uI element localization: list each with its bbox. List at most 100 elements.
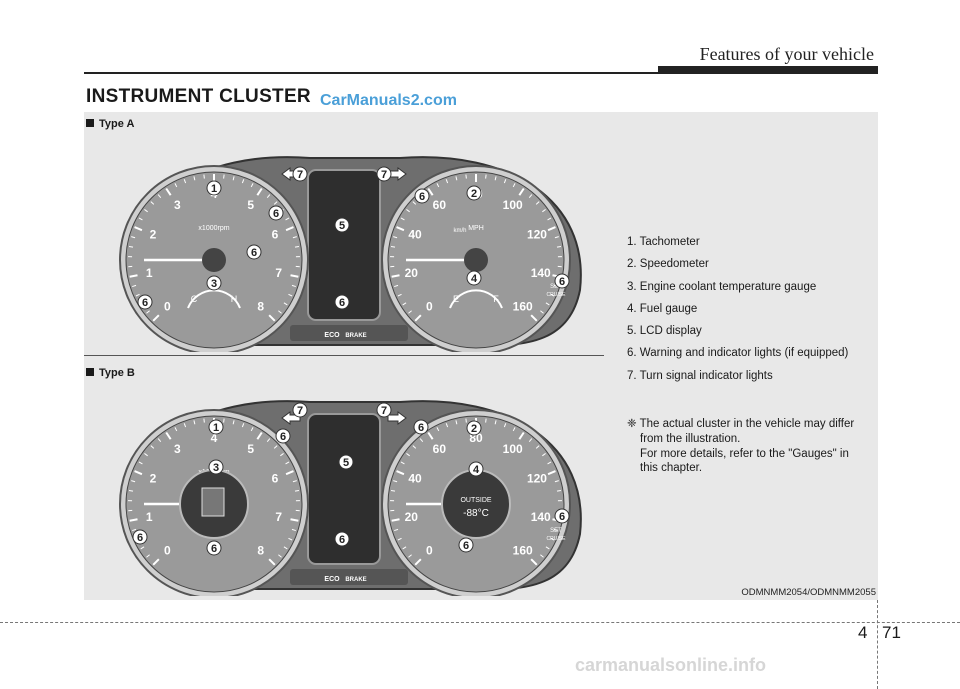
speedometer-dial-label: 140 <box>531 510 551 524</box>
callout-circle <box>554 273 570 289</box>
tachometer-dial-tick <box>132 528 137 532</box>
tachometer-dial-tick <box>241 423 245 428</box>
speedometer-dial-tick <box>540 554 544 558</box>
tachometer-dial-tick <box>280 453 284 457</box>
speedometer-dial-tick <box>394 284 399 288</box>
speedometer-dial-tick <box>393 480 398 483</box>
header-rule-thick <box>658 66 878 74</box>
fuel-subgauge <box>449 289 503 309</box>
note-line-4: this chapter. <box>640 462 703 475</box>
callout-circle <box>206 540 222 556</box>
tachometer-dial-tick <box>183 423 187 428</box>
legend-list: 1. Tachometer 2. Speedometer 3. Engine c… <box>627 231 877 387</box>
tachometer-dial-tick <box>288 293 293 297</box>
tachometer-dial-tick <box>144 453 148 457</box>
tachometer-dial-tick <box>165 187 172 196</box>
speedometer-dial-unit: MPH <box>468 225 484 232</box>
speedometer-dial-tick <box>518 431 525 440</box>
speedometer-dial-label: 0 <box>426 300 433 314</box>
tachometer-dial-label: 1 <box>146 266 153 280</box>
callout-circle <box>206 275 222 291</box>
speedometer-dial-label: 120 <box>527 228 547 242</box>
tachometer-dial-tick <box>129 274 138 278</box>
speedometer-dial-tick <box>427 187 434 196</box>
tachometer-dial-tick <box>250 427 254 432</box>
tachometer-dial-label: 5 <box>247 198 254 212</box>
speedometer-dial-tick <box>554 480 559 483</box>
tachometer-dial-tick <box>152 558 160 566</box>
tachometer-dial-tick <box>134 470 143 476</box>
callout-number: 7 <box>297 169 303 181</box>
speedometer-dial-tick <box>455 176 458 181</box>
legend-item-tachometer: 1. Tachometer <box>627 236 700 248</box>
tachometer-dial-tick <box>283 302 288 306</box>
speedometer-dial-label: 40 <box>408 228 422 242</box>
indicator-strip <box>290 325 408 341</box>
cruise-label: CRUISE <box>547 536 567 542</box>
legend-item-fuel: 4. Fuel gauge <box>627 302 698 315</box>
speedometer-dial-tick <box>412 445 417 449</box>
speedometer-dial-tick <box>408 310 412 314</box>
turn-right-arrow-icon <box>387 411 407 425</box>
speedometer-dial-tick <box>547 226 556 232</box>
tachometer-dial-tick <box>134 226 143 232</box>
tachometer-dial-tick <box>183 179 187 184</box>
speedometer-dial-tick <box>419 438 424 442</box>
tachometer-dial-tick <box>152 314 160 322</box>
fuel-empty-label: E <box>453 294 459 304</box>
tachometer-dial-tick <box>144 209 148 213</box>
tachometer-dial-tick <box>292 236 297 239</box>
speedometer-dial-tick <box>545 302 550 306</box>
speedometer-dial-tick <box>406 209 410 213</box>
tachometer-dial-tick <box>290 518 299 522</box>
speedometer-dial-tick <box>397 293 402 297</box>
tachometer-dial-tick <box>278 554 282 558</box>
speedometer-dial-tick <box>406 453 410 457</box>
tachometer-dial-label: 0 <box>164 544 171 558</box>
tachometer-dial-tick <box>294 246 300 248</box>
brake-indicator: BRAKE <box>345 577 366 583</box>
speedometer-dial-tick <box>512 183 516 188</box>
callout-number: 5 <box>343 457 349 469</box>
tachometer-dial-label: 5 <box>247 442 254 456</box>
footer-dashed-rule <box>0 622 960 623</box>
coolant-cold-label: C <box>191 294 198 304</box>
outside-temp-label: OUTSIDE <box>460 497 491 504</box>
tachometer-dial-tick <box>285 461 290 465</box>
tachometer-dial-tick <box>129 518 138 522</box>
tachometer-dial-tick <box>174 427 178 432</box>
indicator-strip <box>290 569 408 585</box>
callout-number: 6 <box>418 422 424 434</box>
tachometer-dial-tick <box>273 445 278 449</box>
callout-circle <box>334 217 350 233</box>
type-a-label: Type A <box>86 118 134 130</box>
callout-circle <box>275 428 291 444</box>
type-a-text: Type A <box>99 118 135 130</box>
callout-number: 6 <box>137 532 143 544</box>
callout-circle <box>208 459 224 475</box>
cruise-label: CRUISE <box>547 292 567 298</box>
speedometer-dial-tick <box>545 546 550 550</box>
speedometer-dial-tick <box>412 201 417 205</box>
tachometer-dial-tick <box>285 226 294 232</box>
speedometer-dial-tick <box>391 518 400 522</box>
tachometer-dial-tick <box>150 445 155 449</box>
speedometer-dial-label: 40 <box>408 472 422 486</box>
tachometer-dial-label: 2 <box>150 472 157 486</box>
tachometer-dial-label: 6 <box>272 228 279 242</box>
speedometer-dial-tick <box>512 427 516 432</box>
tachometer-dial-tick <box>157 438 162 442</box>
callout-number: 6 <box>339 297 345 309</box>
callout-circle <box>414 188 430 204</box>
speedometer-dial-label: 20 <box>405 510 419 524</box>
callout-number: 6 <box>559 276 565 288</box>
tachometer-dial-tick <box>266 438 271 442</box>
speedometer-dial-tick <box>528 194 533 198</box>
legend-item-speedometer: 2. Speedometer <box>627 258 709 271</box>
coolant-hot-label: H <box>231 294 238 304</box>
callout-number: 6 <box>142 297 148 309</box>
callout-number: 6 <box>559 511 565 523</box>
speedometer-dial-tick <box>427 431 434 440</box>
type-b-label: Type B <box>86 367 135 379</box>
tachometer-dial-tick <box>132 284 137 288</box>
